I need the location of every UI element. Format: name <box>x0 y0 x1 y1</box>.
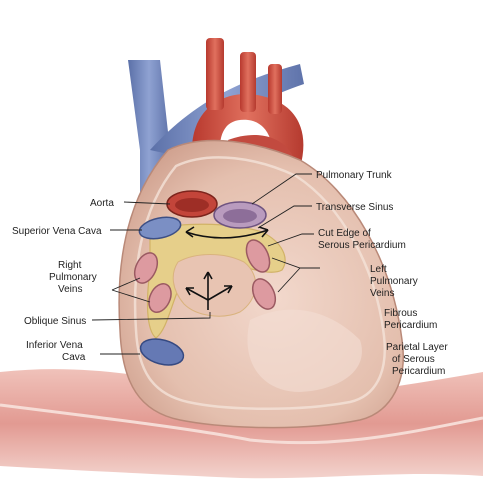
pulmonary-trunk-lumen <box>223 209 257 223</box>
label-right-pulmonary-veins: Right Pulmonary Veins <box>49 260 100 295</box>
label-inferior-vena-cava: Inferior Vena Cava <box>26 340 86 363</box>
label-transverse-sinus: Transverse Sinus <box>316 202 393 213</box>
oblique-sinus-arrows <box>185 271 233 310</box>
inferior-vena-cava-opening <box>139 338 185 366</box>
label-left-pulmonary-veins: Left Pulmonary Veins <box>370 264 421 299</box>
left-pulmonary-vein-lower <box>251 278 277 310</box>
transverse-sinus-arrow <box>185 226 269 239</box>
label-cut-edge: Cut Edge of Serous Pericardium <box>318 228 406 251</box>
aortic-branch-2 <box>240 52 256 112</box>
parietal-layer-outline <box>133 156 386 411</box>
right-pulmonary-vein-upper <box>133 252 159 284</box>
aortic-branch-3 <box>268 64 282 114</box>
label-fibrous-pericardium: Fibrous Pericardium <box>384 308 437 331</box>
label-aorta: Aorta <box>90 198 114 209</box>
leader-lines <box>91 173 320 355</box>
right-pulmonary-vein-lower <box>148 283 172 313</box>
label-oblique-sinus: Oblique Sinus <box>24 316 86 327</box>
label-superior-vena-cava: Superior Vena Cava <box>12 226 102 237</box>
oblique-sinus-area <box>172 254 257 317</box>
label-pulmonary-trunk: Pulmonary Trunk <box>316 170 393 181</box>
label-parietal-layer: Parietal Layer of Serous Pericardium <box>386 342 450 377</box>
superior-vena-cava-opening <box>138 216 182 240</box>
diaphragm-fold <box>0 403 483 445</box>
aorta-lumen <box>175 198 209 212</box>
aortic-branch-1 <box>206 38 224 110</box>
left-pulmonary-vein-upper <box>245 239 271 273</box>
sac-shading <box>247 309 362 392</box>
